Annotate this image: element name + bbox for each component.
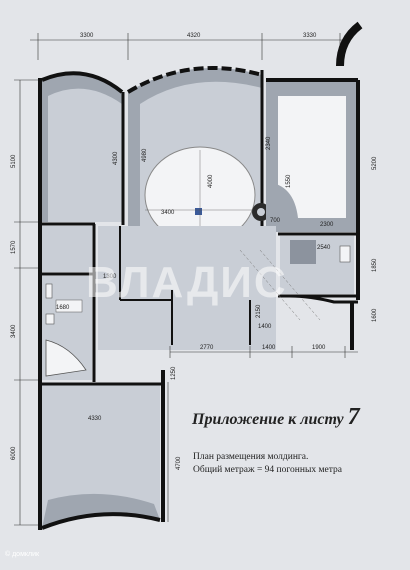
dim-hall-height: 4300 (113, 151, 119, 165)
dim-right-w1: 700 (270, 218, 281, 224)
dim-center-height: 4980 (142, 148, 148, 162)
dim-right-2: 1550 (286, 174, 292, 188)
dim-circle-width: 3400 (161, 210, 175, 216)
center-marker (195, 208, 202, 215)
dim-mid-1: 1300 (103, 274, 117, 280)
dim-left-3: 3400 (11, 324, 17, 338)
dim-bath: 1680 (56, 305, 70, 311)
dim-right-1: 2340 (266, 136, 272, 150)
left-dimension-line (14, 79, 40, 526)
dim-bedroom-height: 4700 (176, 456, 182, 470)
dim-right-3: 5200 (372, 156, 378, 170)
dim-top-1: 3300 (80, 33, 94, 39)
caption: План размещения молдинга. Общий метраж =… (193, 451, 403, 477)
dim-low-2: 1400 (262, 345, 276, 351)
dim-left-4: 6000 (11, 446, 17, 460)
dim-left-1: 5100 (11, 154, 17, 168)
left-mid-rooms (38, 222, 96, 382)
dim-low-1: 2770 (200, 345, 214, 351)
dim-mid-3: 1850 (372, 258, 378, 272)
dim-low-4: 1250 (171, 366, 177, 380)
bathtub (45, 339, 87, 377)
dim-low-6: 1600 (372, 308, 378, 322)
top-dimension-line (30, 33, 345, 60)
dim-circle-height: 4000 (208, 174, 214, 188)
appendix-sheet-number: 7 (347, 404, 360, 430)
dim-left-2: 1570 (11, 240, 17, 254)
right-upper-room (266, 21, 363, 235)
bottom-bedroom (38, 370, 169, 530)
watermark: ВЛАДИС (86, 258, 288, 307)
dim-right-w2: 2300 (320, 222, 334, 228)
dim-top-3: 3330 (303, 33, 317, 39)
corridor (98, 226, 358, 350)
dim-right-w3: 2540 (317, 245, 331, 251)
caption-line-2: Общий метраж = 94 погонных метра (193, 465, 342, 475)
dim-mid-2: 1400 (258, 324, 272, 330)
appendix-title-text: Приложение к листу (192, 411, 344, 428)
left-upper-room (38, 71, 125, 225)
caption-line-1: План размещения молдинга. (193, 452, 309, 462)
right-bathroom (278, 232, 360, 300)
dim-bedroom-width: 4330 (88, 416, 102, 422)
dim-top-2: 4320 (187, 33, 201, 39)
lower-dimension-line (169, 346, 358, 358)
center-hall (126, 66, 270, 260)
dim-low-3: 1900 (312, 345, 326, 351)
dim-low-5: 2150 (256, 304, 262, 318)
watermark-small: © домклик (5, 551, 40, 558)
